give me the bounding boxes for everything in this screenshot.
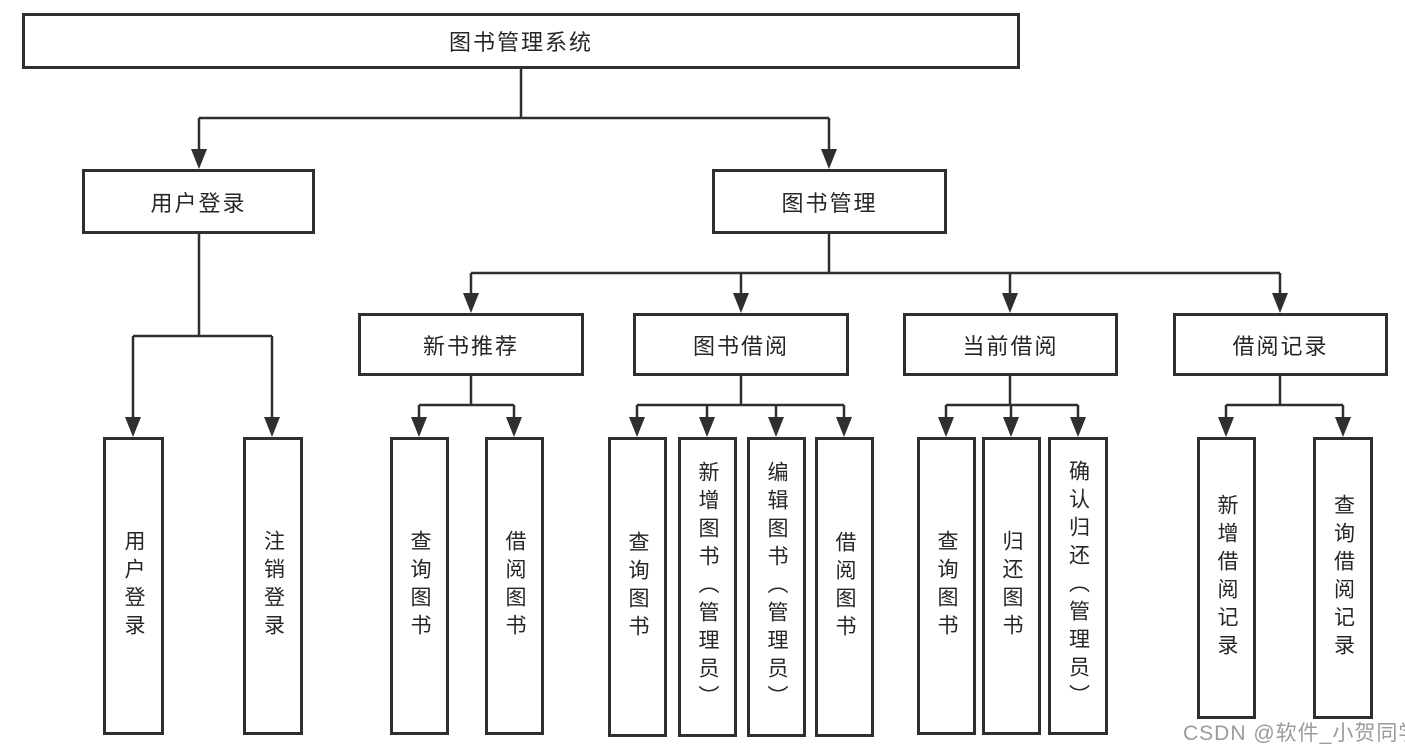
arrow-down-icon [699, 417, 715, 437]
node-query-borrow-record-label: 查询借阅记录 [1331, 494, 1355, 662]
node-query-books-3: 查询图书 [917, 437, 976, 735]
node-book-borrowing: 图书借阅 [633, 313, 849, 376]
node-book-borrowing-label: 图书借阅 [692, 333, 789, 359]
node-logout: 注销登录 [243, 437, 303, 735]
node-confirm-return-admin-label: 确认归还（管理员） [1066, 460, 1090, 712]
node-add-borrow-record: 新增借阅记录 [1197, 437, 1256, 719]
node-query-books-2: 查询图书 [608, 437, 667, 737]
node-library-management-system: 图书管理系统 [22, 13, 1020, 69]
node-confirm-return-admin: 确认归还（管理员） [1048, 437, 1108, 735]
node-query-books-3-label: 查询图书 [935, 530, 958, 642]
node-user-login-leaf: 用户登录 [103, 437, 164, 735]
edge-cur-borrow-branch [944, 375, 1080, 422]
arrow-down-icon [836, 417, 852, 437]
edge-book-mgmt-branch [469, 233, 1282, 298]
node-current-borrowing-label: 当前借阅 [962, 333, 1059, 359]
node-user-login: 用户登录 [82, 169, 315, 234]
node-book-management-label: 图书管理 [781, 190, 878, 216]
arrow-down-icon [629, 417, 645, 437]
node-borrow-books-1-label: 借阅图书 [503, 530, 526, 642]
arrow-down-icon [191, 149, 207, 169]
node-borrowing-records-label: 借阅记录 [1232, 333, 1329, 359]
node-user-login-leaf-label: 用户登录 [122, 530, 145, 642]
arrow-down-icon [938, 417, 954, 437]
arrow-down-icon [264, 417, 280, 437]
arrow-down-icon [463, 293, 479, 313]
arrow-down-icon [1002, 293, 1018, 313]
node-borrow-books-2-label: 借阅图书 [833, 531, 856, 643]
edge-borrow-rec-branch [1224, 375, 1345, 422]
node-borrowing-records: 借阅记录 [1173, 313, 1388, 376]
node-new-book-recommend-label: 新书推荐 [422, 333, 519, 359]
node-new-book-recommend: 新书推荐 [358, 313, 584, 376]
node-return-books: 归还图书 [982, 437, 1041, 735]
arrowheads [125, 149, 1351, 437]
arrow-down-icon [125, 417, 141, 437]
arrow-down-icon [506, 417, 522, 437]
edge-root-branch [197, 68, 831, 154]
node-query-books-2-label: 查询图书 [626, 531, 649, 643]
node-book-management: 图书管理 [712, 169, 947, 234]
node-add-books-admin: 新增图书（管理员） [678, 437, 737, 737]
node-borrow-books-1: 借阅图书 [485, 437, 544, 735]
edge-book-borrow-branch [635, 375, 846, 422]
node-library-management-system-label: 图书管理系统 [448, 30, 593, 55]
node-query-borrow-record: 查询借阅记录 [1313, 437, 1373, 719]
arrow-down-icon [821, 149, 837, 169]
node-return-books-label: 归还图书 [1000, 530, 1023, 642]
arrow-down-icon [1218, 417, 1234, 437]
node-logout-label: 注销登录 [261, 530, 285, 642]
arrow-down-icon [1070, 417, 1086, 437]
arrow-down-icon [1335, 417, 1351, 437]
node-current-borrowing: 当前借阅 [903, 313, 1118, 376]
csdn-watermark: CSDN @软件_小贺同学 [1183, 722, 1405, 745]
arrow-down-icon [1003, 417, 1019, 437]
node-borrow-books-2: 借阅图书 [815, 437, 874, 737]
arrow-down-icon [768, 417, 784, 437]
arrow-down-icon [733, 293, 749, 313]
node-edit-books-admin: 编辑图书（管理员） [747, 437, 806, 737]
arrow-down-icon [1272, 293, 1288, 313]
node-edit-books-admin-label: 编辑图书（管理员） [765, 461, 788, 713]
node-query-books-1: 查询图书 [390, 437, 449, 735]
node-add-books-admin-label: 新增图书（管理员） [696, 461, 719, 713]
node-user-login-label: 用户登录 [150, 190, 247, 216]
node-add-borrow-record-label: 新增借阅记录 [1215, 494, 1238, 662]
arrow-down-icon [411, 417, 427, 437]
node-query-books-1-label: 查询图书 [408, 530, 431, 642]
edge-new-book-branch [417, 375, 516, 422]
edge-user-login-branch [131, 233, 274, 422]
